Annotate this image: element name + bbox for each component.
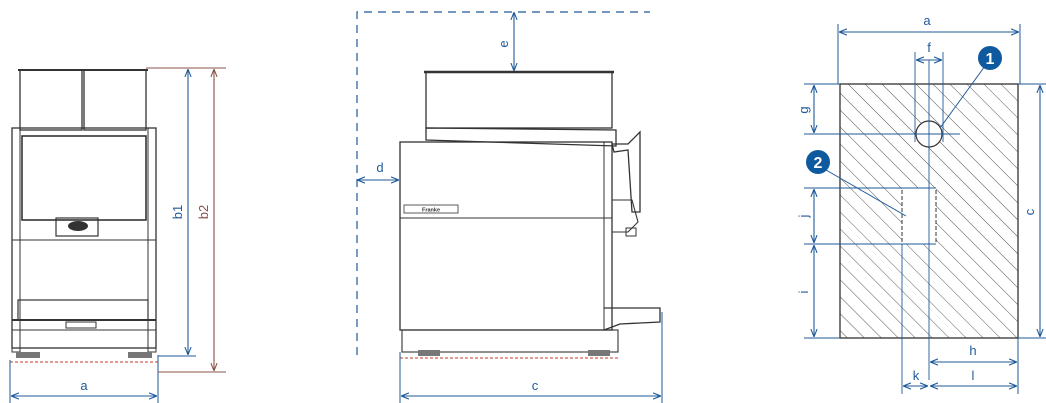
top-dimension-a-label: a	[923, 13, 931, 28]
marker-1-badge	[978, 46, 1002, 70]
side-dimension-c-label: c	[532, 378, 539, 393]
side-view: Franke e d c	[356, 11, 663, 403]
top-dimension-f-label: f	[927, 40, 931, 55]
front-bean-hopper-left	[19, 69, 83, 131]
top-view: a f g j i c h k l 1	[796, 13, 1046, 394]
front-dimension-a-label: a	[80, 378, 88, 393]
top-dimension-l-label: l	[972, 368, 975, 383]
front-coffee-spout	[55, 217, 99, 237]
marker-2-badge	[806, 150, 830, 174]
front-display	[21, 135, 147, 221]
marker-2-label: 2	[814, 155, 823, 172]
top-cutout-rect	[901, 187, 937, 245]
side-bean-hopper	[425, 71, 613, 129]
top-dimension-h-label: h	[969, 343, 976, 358]
side-brand-plate: Franke	[422, 208, 440, 214]
marker-1-label: 1	[986, 51, 995, 68]
front-dimension-b1-label: b1	[170, 205, 185, 219]
front-bean-hopper-right	[83, 69, 147, 131]
side-top-cover	[425, 127, 617, 147]
front-drip-tray	[17, 299, 149, 321]
side-dimension-e-label: e	[496, 40, 511, 47]
front-machine-body	[11, 127, 157, 349]
front-view: a b1 b2	[9, 67, 226, 403]
top-dimension-j-label: j	[796, 214, 811, 218]
side-clearance-outline	[356, 11, 650, 355]
top-dimension-g-label: g	[796, 106, 811, 113]
side-dimension-d-label: d	[376, 160, 383, 175]
top-dimension-c-label: c	[1022, 208, 1037, 215]
top-dimension-i-label: i	[796, 290, 811, 293]
side-spout-column	[611, 130, 641, 213]
front-dimension-b2-label: b2	[196, 205, 211, 219]
side-machine-body	[399, 141, 613, 331]
top-dimension-k-label: k	[913, 368, 920, 383]
side-drip-tray	[603, 307, 661, 331]
